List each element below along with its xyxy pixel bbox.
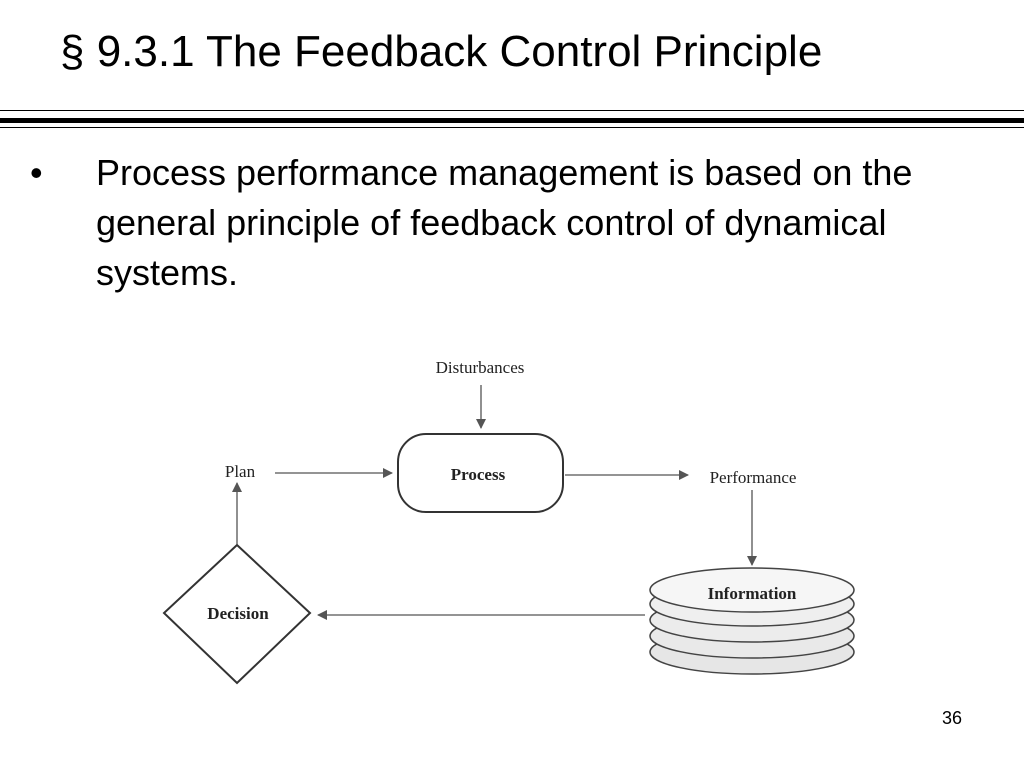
- bullet-item: • Process performance management is base…: [30, 148, 1010, 298]
- plan-label: Plan: [225, 462, 256, 481]
- feedback-control-diagram: Disturbances Process Performance Informa…: [162, 358, 855, 685]
- page-number: 36: [941, 708, 962, 728]
- slide-title: § 9.3.1 The Feedback Control Principle: [60, 27, 823, 76]
- decision-node: [162, 543, 312, 685]
- title-divider-thick: [0, 118, 1024, 123]
- information-node: [649, 567, 855, 675]
- performance-label: Performance: [710, 468, 797, 487]
- information-label: Information: [708, 584, 797, 603]
- process-label: Process: [451, 465, 506, 484]
- process-node: [397, 433, 564, 513]
- disturbances-label: Disturbances: [436, 358, 525, 377]
- title-divider-thin-bottom: [0, 127, 1024, 128]
- decision-label: Decision: [207, 604, 269, 623]
- bullet-text: Process performance management is based …: [96, 152, 913, 293]
- bullet-symbol: •: [30, 152, 43, 193]
- title-divider-thin-top: [0, 110, 1024, 111]
